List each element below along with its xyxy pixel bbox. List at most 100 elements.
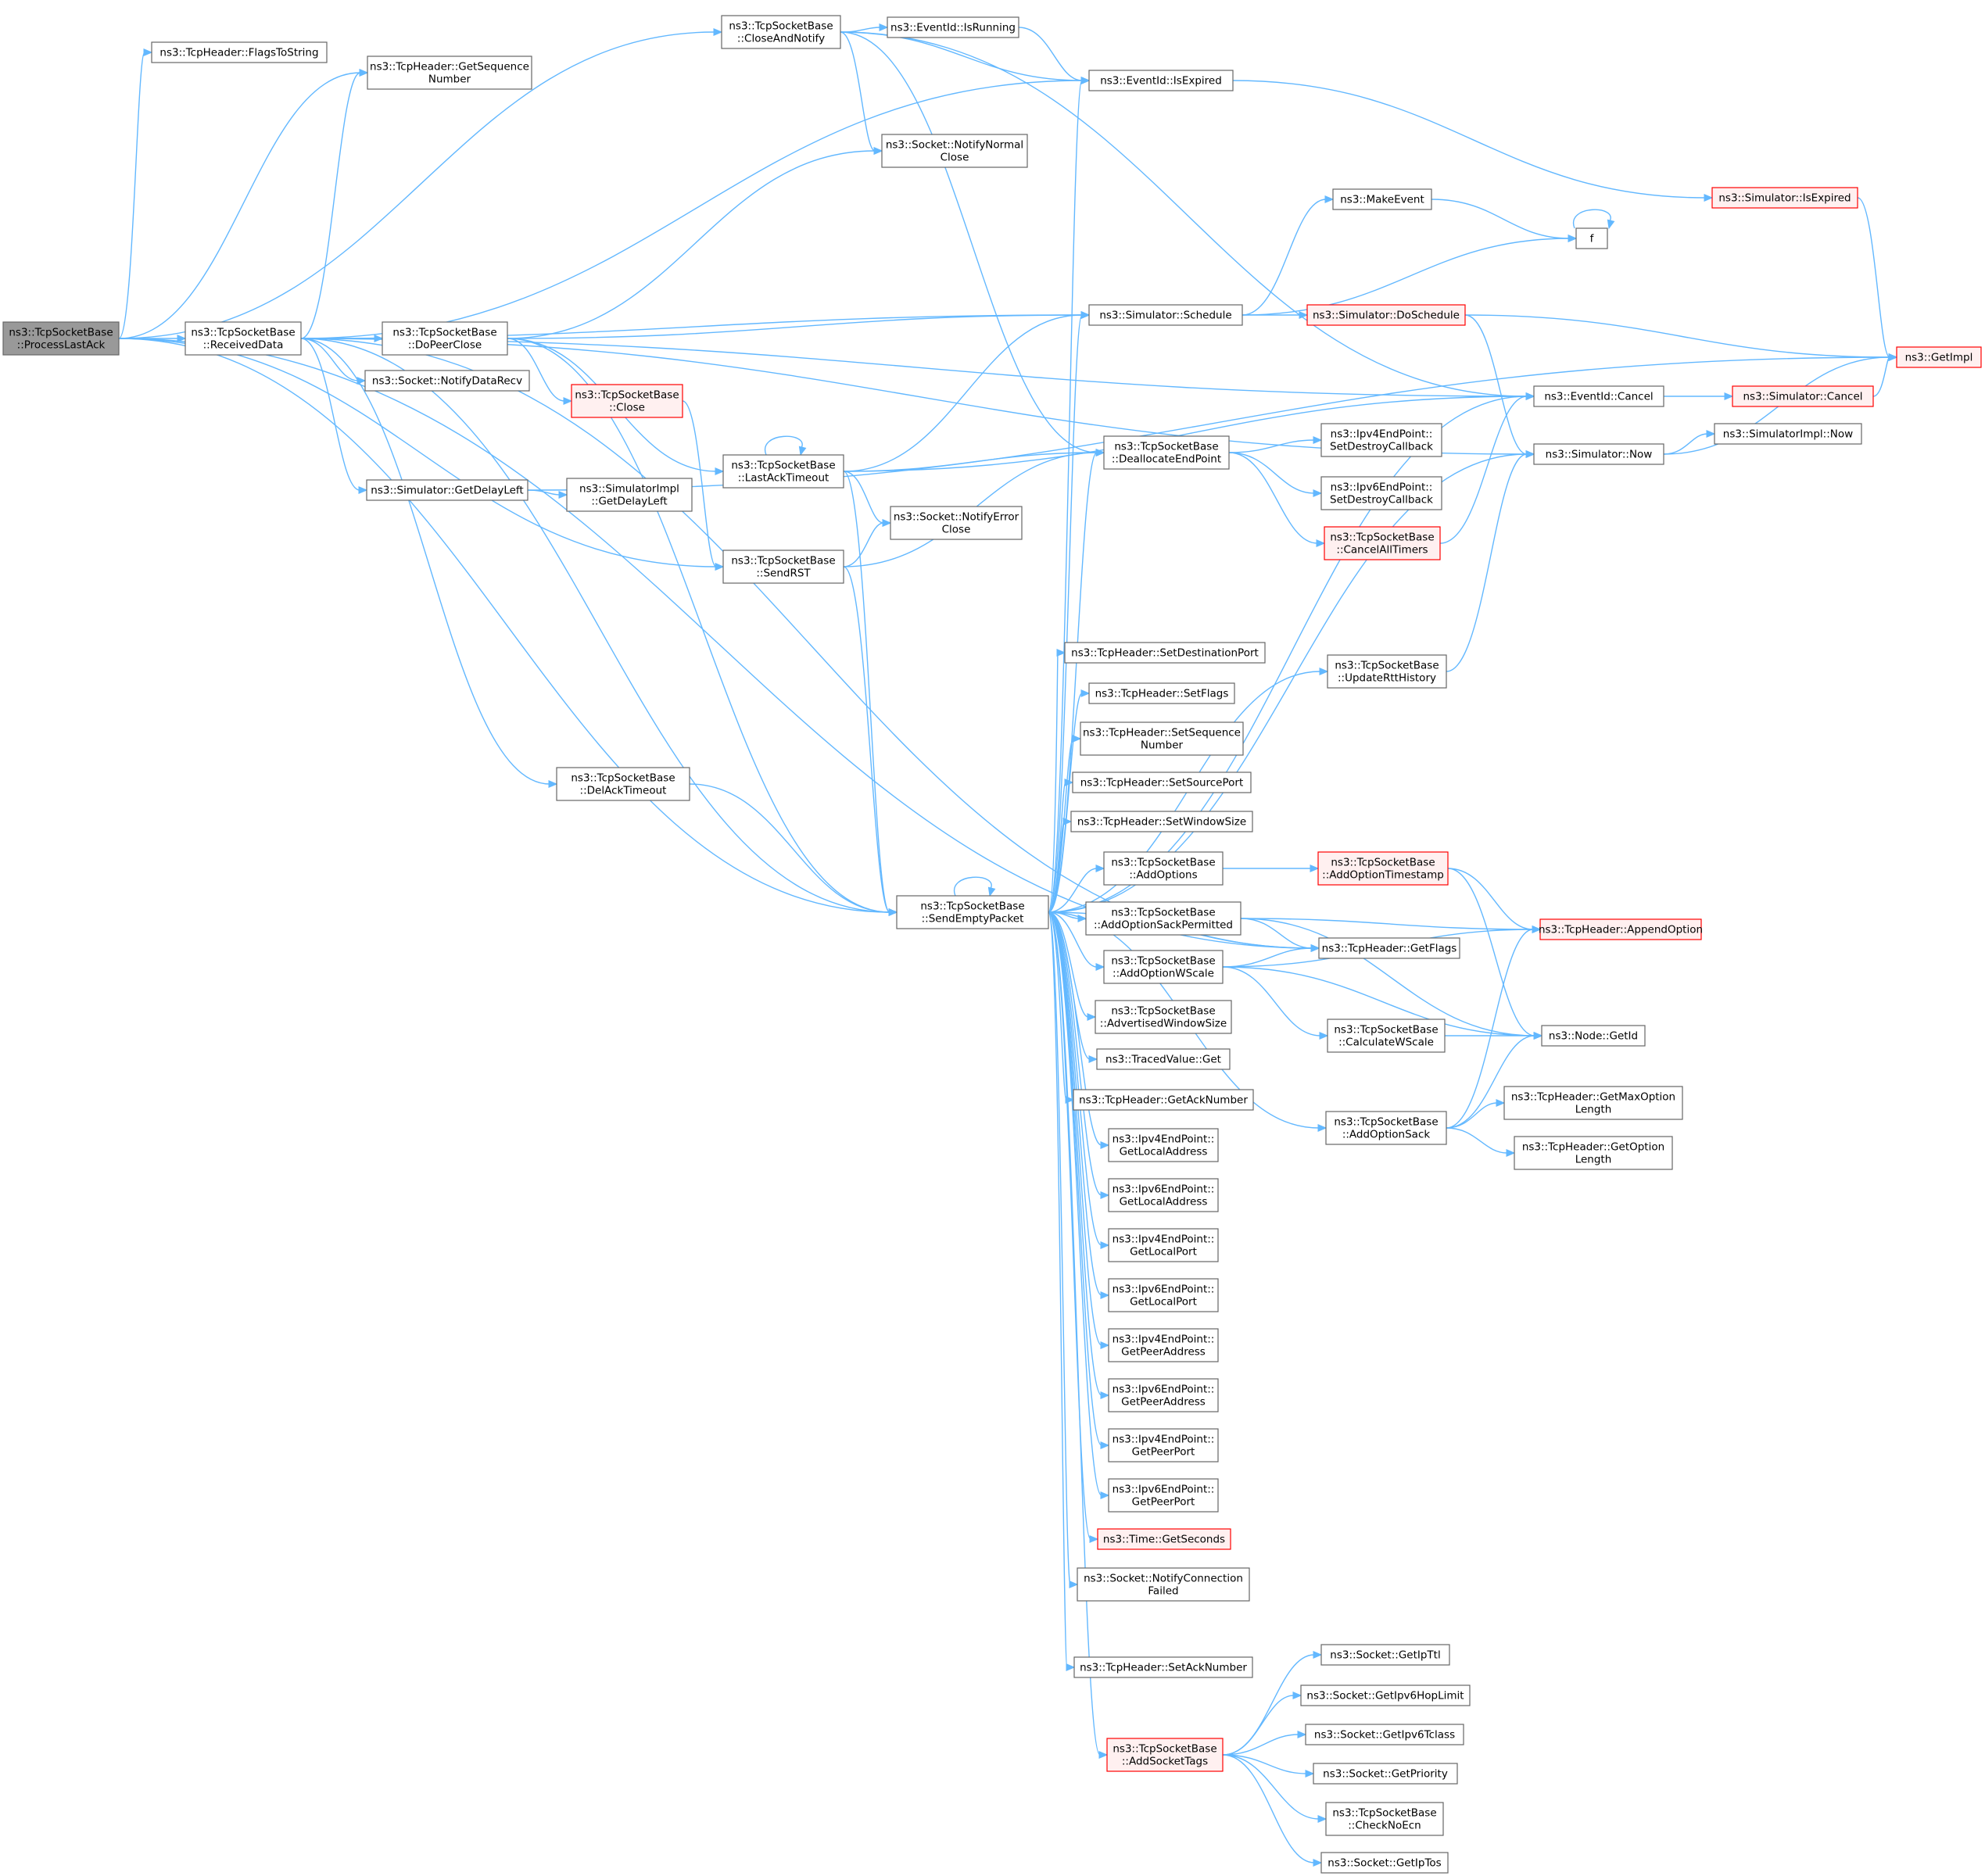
graph-node-set-source-port[interactable]: ns3::TcpHeader::SetSourcePort xyxy=(1072,772,1252,793)
graph-node-update-rtt-history[interactable]: ns3::TcpSocketBase::UpdateRttHistory xyxy=(1327,654,1447,689)
graph-node-advertised-window-size[interactable]: ns3::TcpSocketBase::AdvertisedWindowSize xyxy=(1095,1000,1232,1034)
node-label-line: ::CancelAllTimers xyxy=(1336,544,1428,557)
call-edge-last_ack_timeout-to-last_ack_timeout xyxy=(764,435,807,456)
graph-node-get-impl[interactable]: ns3::GetImpl xyxy=(1896,346,1982,368)
graph-node-set-destination-port[interactable]: ns3::TcpHeader::SetDestinationPort xyxy=(1064,642,1266,664)
graph-node-process-last-ack[interactable]: ns3::TcpSocketBase::ProcessLastAck xyxy=(2,321,120,356)
graph-node-v6-get-peer-port[interactable]: ns3::Ipv6EndPoint::GetPeerPort xyxy=(1108,1478,1219,1513)
graph-node-event-is-expired[interactable]: ns3::EventId::IsExpired xyxy=(1088,70,1234,91)
graph-node-add-option-sack-permitted[interactable]: ns3::TcpSocketBase::AddOptionSackPermitt… xyxy=(1085,901,1242,936)
node-label-line: f xyxy=(1590,233,1595,245)
graph-node-get-delay-left[interactable]: ns3::Simulator::GetDelayLeft xyxy=(366,479,528,501)
graph-node-close-and-notify[interactable]: ns3::TcpSocketBase::CloseAndNotify xyxy=(721,15,841,49)
graph-node-do-schedule[interactable]: ns3::Simulator::DoSchedule xyxy=(1306,304,1466,326)
graph-node-v4-get-local-address[interactable]: ns3::Ipv4EndPoint::GetLocalAddress xyxy=(1108,1128,1219,1162)
graph-node-node-get-id[interactable]: ns3::Node::GetId xyxy=(1541,1025,1646,1047)
call-edge-sim_now-to-simimpl_now xyxy=(1663,430,1716,455)
call-edge-add_options-to-add_option_timestamp xyxy=(1223,865,1320,872)
graph-node-v4-get-peer-address[interactable]: ns3::Ipv4EndPoint::GetPeerAddress xyxy=(1108,1328,1219,1362)
graph-node-last-ack-timeout[interactable]: ns3::TcpSocketBase::LastAckTimeout xyxy=(722,454,844,489)
graph-node-v6-set-destroy[interactable]: ns3::Ipv6EndPoint::SetDestroyCallback xyxy=(1320,476,1442,510)
graph-node-get-ack-number[interactable]: ns3::TcpHeader::GetAckNumber xyxy=(1073,1089,1254,1111)
graph-node-v6-get-local-address[interactable]: ns3::Ipv6EndPoint::GetLocalAddress xyxy=(1108,1178,1219,1212)
node-label-line: GetLocalPort xyxy=(1130,1296,1197,1309)
graph-node-make-event[interactable]: ns3::MakeEvent xyxy=(1332,188,1432,210)
call-edge-update_rtt_history-to-sim_now xyxy=(1446,450,1535,672)
graph-node-dealloc-endpoint[interactable]: ns3::TcpSocketBase::DeallocateEndPoint xyxy=(1103,435,1230,470)
graph-node-get-ip-ttl[interactable]: ns3::Socket::GetIpTtl xyxy=(1320,1644,1450,1666)
call-edge-received_data-to-del_ack_timeout xyxy=(300,338,558,788)
graph-node-add-option-timestamp[interactable]: ns3::TcpSocketBase::AddOptionTimestamp xyxy=(1317,851,1449,886)
graph-node-sim-is-expired[interactable]: ns3::Simulator::IsExpired xyxy=(1711,187,1858,209)
graph-node-flags-to-string[interactable]: ns3::TcpHeader::FlagsToString xyxy=(151,41,328,63)
graph-node-v4-get-local-port[interactable]: ns3::Ipv4EndPoint::GetLocalPort xyxy=(1108,1228,1219,1262)
graph-node-v4-get-peer-port[interactable]: ns3::Ipv4EndPoint::GetPeerPort xyxy=(1108,1428,1219,1462)
graph-node-v6-get-peer-address[interactable]: ns3::Ipv6EndPoint::GetPeerAddress xyxy=(1108,1378,1219,1412)
graph-node-simimpl-get-delay-left[interactable]: ns3::SimulatorImpl::GetDelayLeft xyxy=(566,478,693,512)
call-edge-do_peer_close-to-schedule xyxy=(507,311,1091,339)
graph-node-add-option-wscale[interactable]: ns3::TcpSocketBase::AddOptionWScale xyxy=(1103,950,1224,984)
graph-node-f[interactable]: f xyxy=(1575,227,1608,249)
node-label-line: ::AddOptions xyxy=(1129,869,1197,882)
graph-node-get-priority[interactable]: ns3::Socket::GetPriority xyxy=(1313,1763,1458,1785)
graph-node-time-get-seconds[interactable]: ns3::Time::GetSeconds xyxy=(1097,1528,1231,1550)
graph-node-send-empty-packet[interactable]: ns3::TcpSocketBase::SendEmptyPacket xyxy=(896,895,1049,929)
graph-node-get-ipv6-hop-limit[interactable]: ns3::Socket::GetIpv6HopLimit xyxy=(1300,1684,1471,1706)
graph-node-add-option-sack[interactable]: ns3::TcpSocketBase::AddOptionSack xyxy=(1325,1111,1447,1145)
node-label-line: GetLocalPort xyxy=(1130,1246,1197,1258)
graph-node-set-window-size[interactable]: ns3::TcpHeader::SetWindowSize xyxy=(1070,811,1253,832)
node-label-line: ::AddSocketTags xyxy=(1122,1756,1208,1768)
graph-node-append-option[interactable]: ns3::TcpHeader::AppendOption xyxy=(1539,918,1703,940)
graph-node-schedule[interactable]: ns3::Simulator::Schedule xyxy=(1088,304,1243,326)
graph-node-traced-value-get[interactable]: ns3::TracedValue::Get xyxy=(1096,1048,1231,1070)
node-label-line: ns3::TcpSocketBase xyxy=(731,460,835,472)
node-label-line: SetDestroyCallback xyxy=(1330,494,1433,507)
graph-node-calculate-wscale[interactable]: ns3::TcpSocketBase::CalculateWScale xyxy=(1327,1019,1446,1053)
call-edge-event_is_expired-to-sim_is_expired xyxy=(1232,80,1714,202)
graph-node-get-flags[interactable]: ns3::TcpHeader::GetFlags xyxy=(1318,937,1460,959)
call-edge-process_last_ack-to-send_empty_packet xyxy=(118,338,898,916)
node-label-line: ns3::EventId::Cancel xyxy=(1544,391,1653,403)
graph-node-add-options[interactable]: ns3::TcpSocketBase::AddOptions xyxy=(1103,851,1224,886)
node-label-line: ::AddOptionTimestamp xyxy=(1322,869,1444,882)
node-label-line: ::DelAckTimeout xyxy=(580,785,667,797)
node-label-line: ::AddOptionWScale xyxy=(1113,968,1214,980)
graph-node-check-no-ecn[interactable]: ns3::TcpSocketBase::CheckNoEcn xyxy=(1325,1802,1444,1836)
graph-node-get-ipv6-tclass[interactable]: ns3::Socket::GetIpv6Tclass xyxy=(1305,1724,1464,1745)
node-label-line: ns3::Socket::NotifyError xyxy=(894,511,1019,524)
call-edge-send_empty_packet-to-add_option_wscale xyxy=(1048,911,1105,971)
graph-node-received-data[interactable]: ns3::TcpSocketBase::ReceivedData xyxy=(185,321,302,356)
graph-node-simimpl-now[interactable]: ns3::SimulatorImpl::Now xyxy=(1714,423,1862,445)
graph-node-cancel-all-timers[interactable]: ns3::TcpSocketBase::CancelAllTimers xyxy=(1324,526,1441,560)
node-label-line: SetDestroyCallback xyxy=(1330,441,1433,453)
graph-node-del-ack-timeout[interactable]: ns3::TcpSocketBase::DelAckTimeout xyxy=(556,767,690,801)
graph-node-v4-set-destroy[interactable]: ns3::Ipv4EndPoint::SetDestroyCallback xyxy=(1320,423,1442,457)
graph-node-notify-data-recv[interactable]: ns3::Socket::NotifyDataRecv xyxy=(364,370,530,392)
call-edge-send_empty_packet-to-v4_get_local_port xyxy=(1048,911,1110,1249)
node-label-line: ns3::Socket::GetIpTos xyxy=(1328,1857,1441,1870)
graph-node-event-cancel[interactable]: ns3::EventId::Cancel xyxy=(1533,385,1664,407)
graph-node-get-ip-tos[interactable]: ns3::Socket::GetIpTos xyxy=(1320,1852,1449,1874)
graph-node-tsb-close[interactable]: ns3::TcpSocketBase::Close xyxy=(571,384,683,418)
graph-node-sim-cancel[interactable]: ns3::Simulator::Cancel xyxy=(1732,385,1874,407)
node-label-line: ns3::TcpSocketBase xyxy=(1330,532,1434,544)
graph-node-send-rst[interactable]: ns3::TcpSocketBase::SendRST xyxy=(722,550,844,584)
graph-node-v6-get-local-port[interactable]: ns3::Ipv6EndPoint::GetLocalPort xyxy=(1108,1278,1219,1312)
node-label-line: ns3::TcpHeader::GetFlags xyxy=(1322,943,1457,955)
node-label-line: GetPeerAddress xyxy=(1121,1346,1206,1359)
graph-node-set-flags[interactable]: ns3::TcpHeader::SetFlags xyxy=(1088,682,1235,704)
graph-node-is-running[interactable]: ns3::EventId::IsRunning xyxy=(887,16,1019,38)
call-edge-add_option_wscale-to-get_flags xyxy=(1222,944,1320,968)
call-edge-send_empty_packet-to-v4_get_local_address xyxy=(1048,911,1110,1149)
graph-node-do-peer-close[interactable]: ns3::TcpSocketBase::DoPeerClose xyxy=(382,321,508,356)
graph-node-add-socket-tags[interactable]: ns3::TcpSocketBase::AddSocketTags xyxy=(1106,1738,1224,1772)
graph-node-sim-now[interactable]: ns3::Simulator::Now xyxy=(1533,443,1664,465)
graph-node-set-ack-number[interactable]: ns3::TcpHeader::SetAckNumber xyxy=(1073,1656,1253,1678)
